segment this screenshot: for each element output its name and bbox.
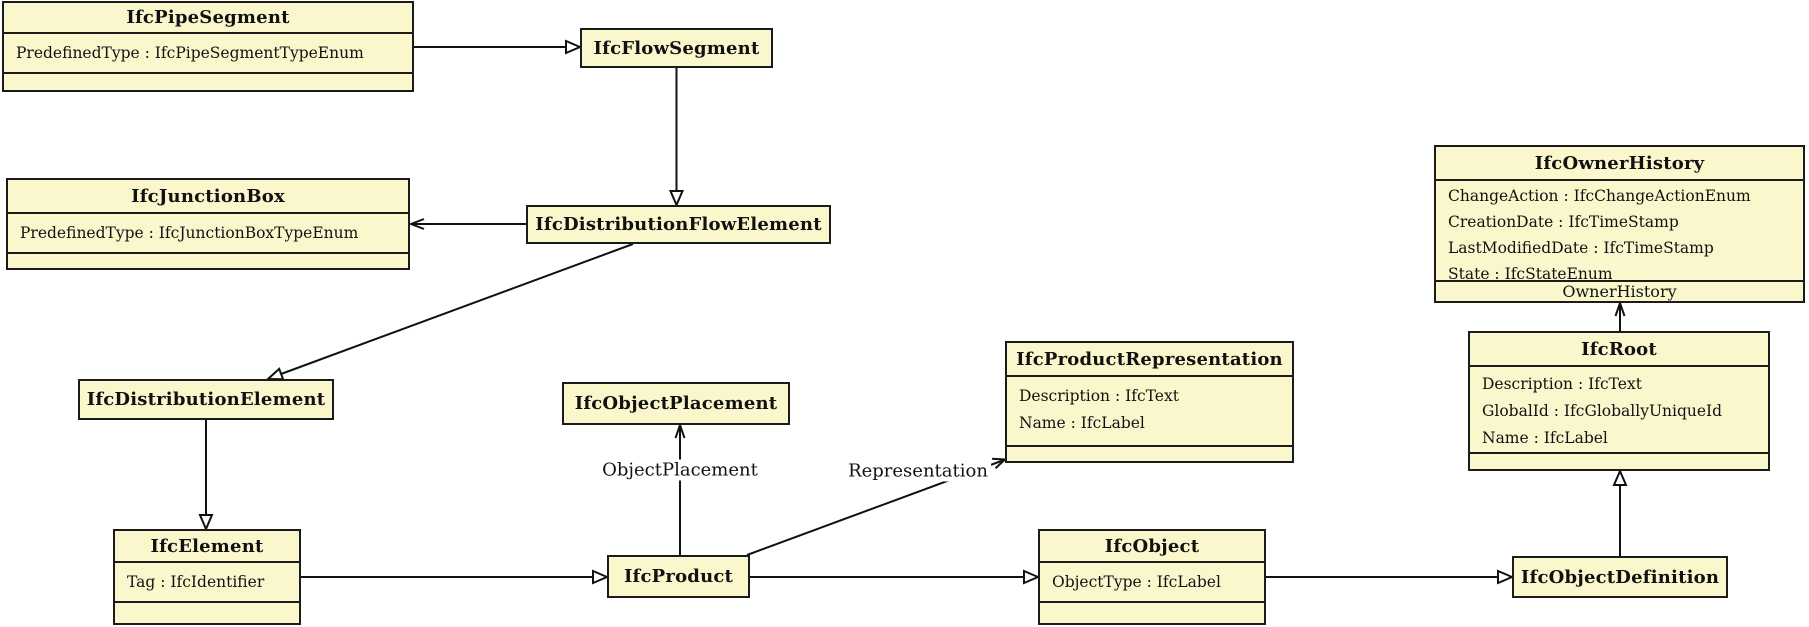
class-title: IfcElement <box>115 531 299 563</box>
class-attributes: PredefinedType : IfcPipeSegmentTypeEnum <box>4 34 412 74</box>
edge-ifcroot-to-ifcownerhistory <box>1614 299 1626 331</box>
edge-ifcobjectdefinition-to-ifcroot <box>1612 468 1628 556</box>
class-attribute: PredefinedType : IfcJunctionBoxTypeEnum <box>20 224 359 242</box>
edge-label-objectplacement: ObjectPlacement <box>599 459 761 481</box>
class-title: IfcObject <box>1040 531 1264 563</box>
class-empty-compartment <box>8 254 408 268</box>
stick-arrowhead-icon <box>674 421 686 439</box>
class-title: IfcProductRepresentation <box>1007 343 1292 377</box>
class-attributes: ObjectType : IfcLabel <box>1040 563 1264 603</box>
class-title: IfcDistributionElement <box>86 389 326 410</box>
class-attribute: Description : IfcText <box>1482 375 1642 393</box>
class-box-ifcproductrepresentation: IfcProductRepresentation Description : I… <box>1005 341 1294 463</box>
generalization-arrowhead-icon <box>565 39 583 55</box>
class-title: IfcRoot <box>1470 333 1768 367</box>
class-box-ifcproduct: IfcProduct <box>607 555 750 598</box>
class-attribute: ObjectType : IfcLabel <box>1052 573 1221 591</box>
class-box-ifcroot: IfcRoot Description : IfcText GlobalId :… <box>1468 331 1770 471</box>
class-title: IfcObjectDefinition <box>1520 566 1720 588</box>
class-box-ifcobjectplacement: IfcObjectPlacement <box>562 382 790 425</box>
class-attribute: Name : IfcLabel <box>1482 429 1608 447</box>
edge-label-representation: Representation <box>845 460 991 482</box>
class-attribute: CreationDate : IfcTimeStamp <box>1448 213 1679 231</box>
class-attribute: Tag : IfcIdentifier <box>127 573 265 591</box>
class-attributes: Description : IfcText Name : IfcLabel <box>1007 377 1292 447</box>
class-title: IfcJunctionBox <box>8 180 408 214</box>
generalization-arrowhead-icon <box>668 190 685 208</box>
class-title: IfcDistributionFlowElement <box>535 214 822 235</box>
edge-ifcobject-to-ifcobjectdefinition <box>1266 569 1515 585</box>
edge-ifcproduct-to-ifcobjectplacement <box>674 421 686 555</box>
stick-arrowhead-icon <box>408 218 425 230</box>
class-attribute: LastModifiedDate : IfcTimeStamp <box>1448 239 1714 257</box>
edge-ifcdistributionflowelement-to-ifcjunctionbox <box>408 218 526 230</box>
generalization-arrowhead-icon <box>1612 468 1628 486</box>
class-empty-compartment <box>1007 447 1292 461</box>
class-box-ifcobjectdefinition: IfcObjectDefinition <box>1512 556 1728 598</box>
class-title: IfcFlowSegment <box>593 37 760 59</box>
class-empty-compartment <box>4 74 412 90</box>
generalization-arrowhead-icon <box>1023 569 1041 585</box>
edge-ifcelement-to-ifcproduct <box>301 569 610 585</box>
class-attribute: Description : IfcText <box>1019 387 1179 405</box>
class-box-ifcobject: IfcObject ObjectType : IfcLabel <box>1038 529 1266 625</box>
class-title: IfcObjectPlacement <box>574 393 778 414</box>
generalization-arrowhead-icon <box>1497 569 1515 585</box>
class-attribute: GlobalId : IfcGloballyUniqueId <box>1482 402 1723 420</box>
class-attributes: Description : IfcText GlobalId : IfcGlob… <box>1470 367 1768 454</box>
class-attribute: PredefinedType : IfcPipeSegmentTypeEnum <box>16 44 364 62</box>
edge-ifcproduct-to-ifcobject <box>750 569 1041 585</box>
class-title: IfcProduct <box>623 566 734 587</box>
class-box-ifcjunctionbox: IfcJunctionBox PredefinedType : IfcJunct… <box>6 178 410 270</box>
class-attribute: ChangeAction : IfcChangeActionEnum <box>1448 187 1751 205</box>
class-empty-compartment <box>1040 603 1264 623</box>
generalization-arrowhead-icon <box>592 569 610 585</box>
generalization-arrowhead-icon <box>198 514 214 532</box>
edge-ifcdistributionelement-to-ifcelement <box>198 420 214 532</box>
class-attributes: Tag : IfcIdentifier <box>115 563 299 603</box>
generalization-arrowhead-icon <box>265 367 285 381</box>
class-attributes: ChangeAction : IfcChangeActionEnum Creat… <box>1436 181 1803 283</box>
class-title: IfcOwnerHistory <box>1436 147 1803 181</box>
class-title: IfcPipeSegment <box>4 3 412 34</box>
class-empty-compartment <box>1470 454 1768 469</box>
class-box-ifcpipesegment: IfcPipeSegment PredefinedType : IfcPipeS… <box>2 1 414 92</box>
class-box-ifcdistributionflowelement: IfcDistributionFlowElement <box>526 205 831 244</box>
class-attribute: State : IfcStateEnum <box>1448 265 1613 283</box>
stick-arrowhead-icon <box>1614 299 1626 317</box>
edge-label-ownerhistory: OwnerHistory <box>1562 282 1677 301</box>
class-box-ifcelement: IfcElement Tag : IfcIdentifier <box>113 529 301 625</box>
class-box-ifcownerhistory: IfcOwnerHistory ChangeAction : IfcChange… <box>1434 145 1805 303</box>
class-box-ifcdistributionelement: IfcDistributionElement <box>78 379 334 420</box>
class-box-ifcflowsegment: IfcFlowSegment <box>580 28 773 68</box>
class-attributes: PredefinedType : IfcJunctionBoxTypeEnum <box>8 214 408 254</box>
edge-ifcflowsegment-to-ifcdistributionflowelement <box>668 68 685 208</box>
class-empty-compartment <box>115 603 299 623</box>
class-attribute: Name : IfcLabel <box>1019 414 1145 432</box>
edge-ifcpipesegment-to-ifcflowsegment <box>414 39 583 55</box>
